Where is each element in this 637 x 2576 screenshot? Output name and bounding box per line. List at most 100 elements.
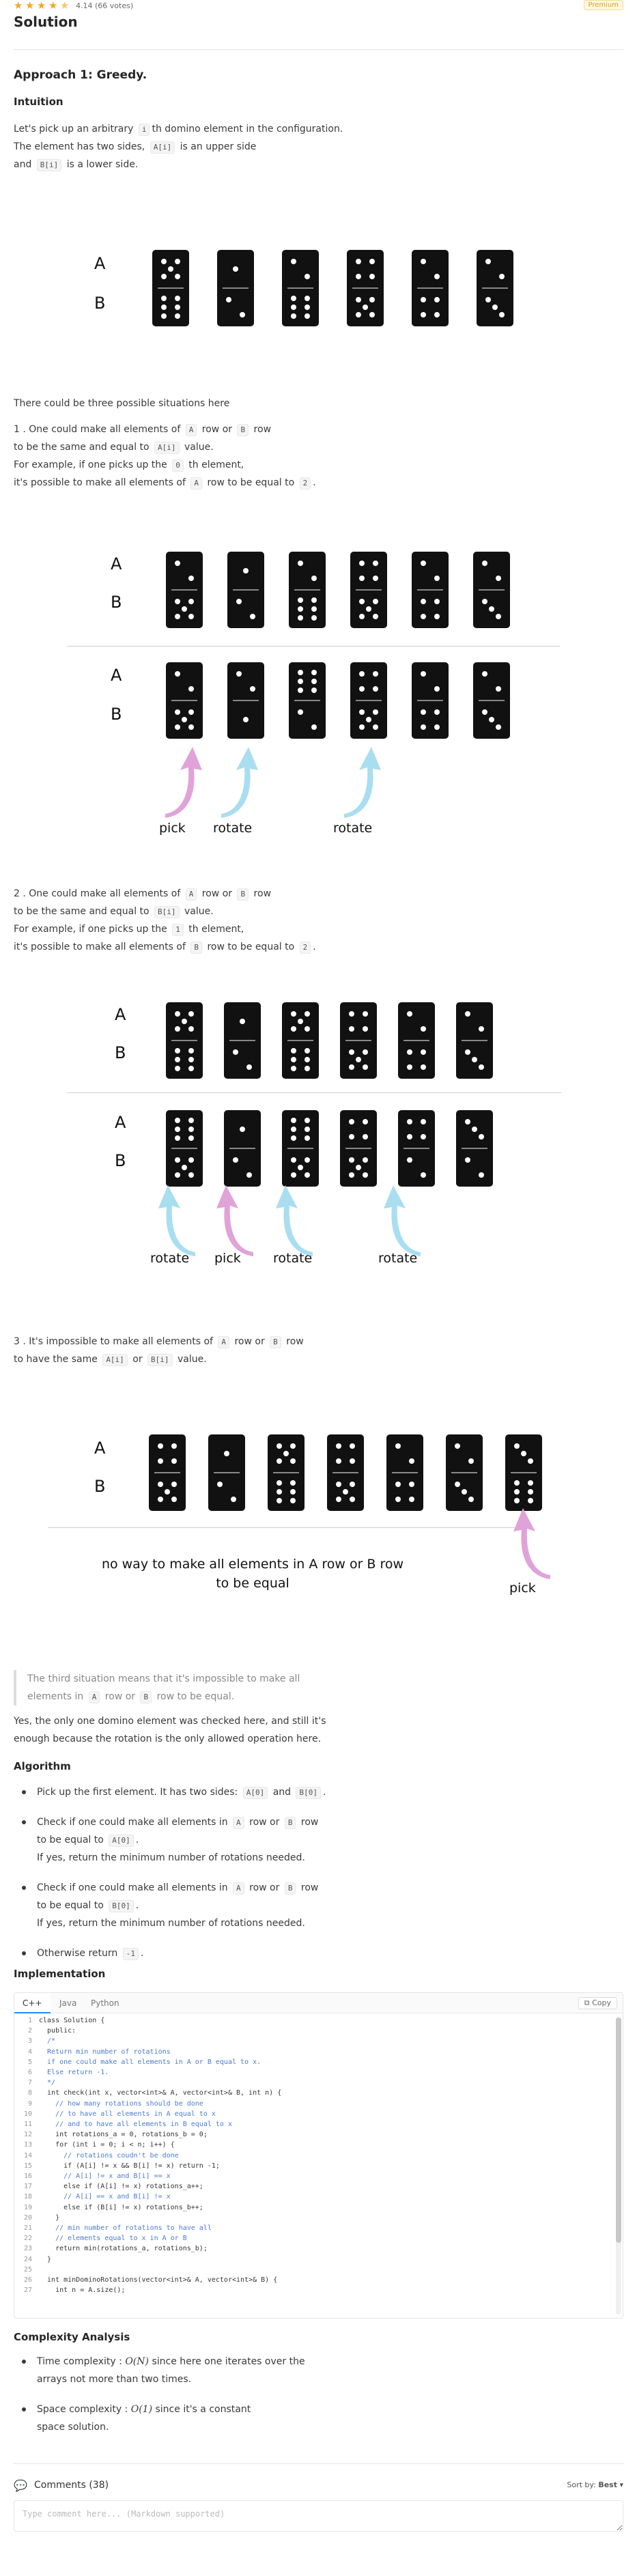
line-number: 12 [23,2131,32,2139]
domino-pip [434,685,440,692]
domino-divider [451,1472,477,1473]
figure-separator [67,1092,561,1093]
domino-pip [369,297,376,303]
domino-tile [456,1110,493,1187]
complexity-list: Time complexity : O(N) since here one it… [14,2353,369,2436]
line-number: 1 [27,2017,32,2024]
row-b-label: B [111,705,122,724]
copy-button[interactable]: ⧉ Copy [578,1997,617,2009]
tab-python[interactable]: Python [91,1998,119,2008]
domino-divider [287,287,313,289]
domino-pip [171,1482,178,1488]
domino-pip [174,709,180,716]
row-b-label: B [115,1151,126,1170]
comment-input[interactable] [14,2500,623,2532]
domino-pip [348,1157,354,1163]
domino-tile [412,552,449,628]
domino-pip [454,1482,460,1488]
domino-tile [456,1002,493,1079]
line-number: 7 [27,2079,32,2087]
code-scrollbar[interactable] [616,2018,621,2315]
domino-pip [485,259,491,265]
domino-pip [479,1064,485,1070]
domino-tile [227,552,264,628]
code-line: // to have all elements in A equal to x [39,2110,216,2118]
domino-tile [227,662,264,739]
code-line: // rotations coudn't be done [39,2151,179,2160]
domino-pip [464,1119,470,1125]
domino-pip [358,561,365,567]
domino-pip [350,1496,356,1502]
implementation-heading: Implementation [14,1968,106,1980]
line-number: 8 [27,2089,32,2097]
domino-tile [347,250,384,326]
domino-pip [290,1157,296,1163]
line-number: 13 [23,2141,32,2149]
star-icon[interactable]: ★ [48,0,58,12]
domino-pip [420,709,426,716]
tab-cpp[interactable]: C++ [14,1993,51,2013]
domino-figure-2: A B A B pick rotate rotate [14,546,623,840]
domino-tile [398,1002,435,1079]
domino-pip [188,1011,195,1017]
domino-pip [366,606,371,612]
half-star-icon[interactable]: ★ [60,0,70,12]
domino-pip [157,1496,163,1502]
domino-divider [214,1472,240,1473]
rotate-arrow [344,747,381,818]
domino-pip [188,1135,195,1142]
sort-dropdown[interactable]: Sort by: Best ▾ [567,2480,623,2489]
domino-pip [421,1119,427,1125]
domino-pip [348,1119,354,1125]
domino-pip [369,273,376,279]
domino-pip [464,1049,470,1056]
domino-tile [505,1434,542,1511]
divider [14,2463,623,2464]
domino-pip [355,259,361,265]
domino-pip [290,1172,296,1178]
situation-2-text: 2 . One could make all elements of A row… [14,888,316,954]
star-icon[interactable]: ★ [25,0,35,12]
domino-divider [294,700,320,701]
rating-stars[interactable]: ★ ★ ★ ★ ★ 4.14 (66 votes) [14,0,133,11]
domino-divider [171,589,197,591]
code-line: Return min number of rotations [39,2048,171,2056]
domino-tile [473,552,510,628]
star-icon[interactable]: ★ [37,0,46,12]
domino-pip [464,1157,470,1163]
domino-pip [305,273,311,279]
domino-pip [420,311,426,317]
domino-pip [290,1127,296,1132]
domino-pip [290,259,296,265]
domino-pip [373,613,379,619]
domino-pip [454,1443,460,1449]
star-icon[interactable]: ★ [14,0,23,12]
tab-java[interactable]: Java [59,1998,77,2008]
domino-pip [373,575,379,581]
domino-divider [273,1472,299,1473]
domino-pip [358,599,365,605]
domino-tile [217,250,254,326]
domino-pip [356,1165,361,1170]
domino-pip [188,1157,195,1163]
domino-divider [345,1148,371,1149]
scrollbar-thumb[interactable] [616,2018,621,2243]
domino-tile [224,1110,261,1187]
rotate-label: rotate [378,1251,418,1266]
domino-pip [348,1064,354,1070]
domino-divider [404,1040,429,1041]
domino-pip [175,305,181,310]
domino-pip [479,1172,485,1178]
domino-pip [348,1049,354,1056]
chevron-down-icon: ▾ [619,2480,623,2489]
domino-tile [289,662,326,739]
domino-pip [305,1011,311,1017]
row-a-label: A [115,1113,126,1132]
domino-pip [420,561,426,567]
list-item: Pick up the first element. It has two si… [14,1783,369,1801]
domino-pip [240,311,246,317]
intuition-heading: Intuition [14,96,63,108]
code-line: int rotations_a = 0, rotations_b = 0; [39,2131,208,2139]
